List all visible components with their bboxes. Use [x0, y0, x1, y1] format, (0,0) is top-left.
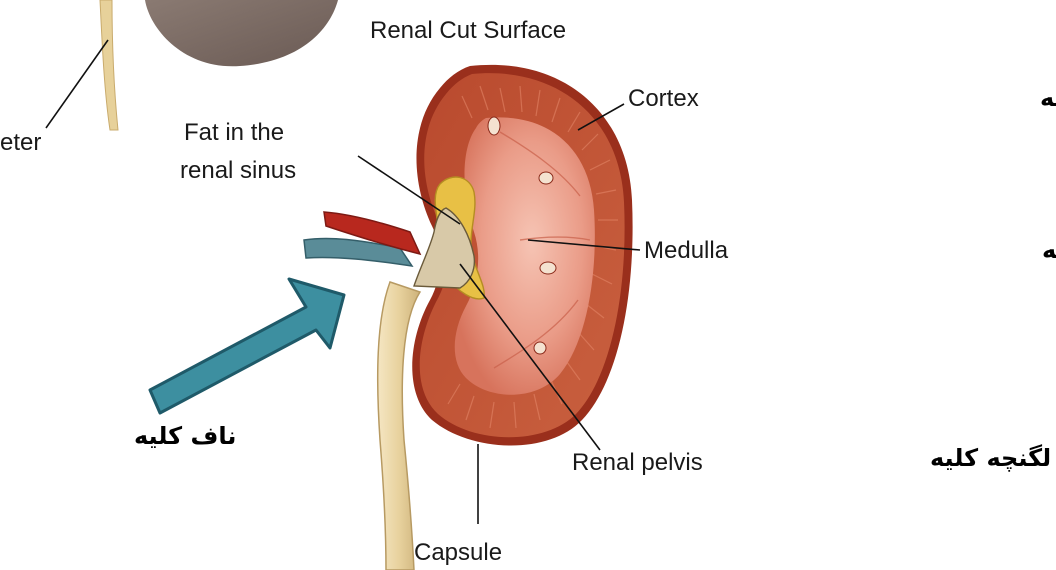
- fat-label-line2: renal sinus: [180, 157, 296, 184]
- pelvis-persian-label: لگنچه کلیه: [930, 444, 1051, 472]
- fat-label-line1: Fat in the: [184, 119, 284, 146]
- outer-kidney-partial: [100, 0, 338, 130]
- ureter-label: eter: [0, 129, 41, 156]
- hilum-arrow: [150, 279, 344, 413]
- medulla-label: Medulla: [644, 237, 729, 264]
- capsule-label: Capsule: [414, 539, 502, 566]
- cortex-label: Cortex: [628, 85, 699, 112]
- medulla-persian-label: قسمت مرکزی کلیه: [1042, 236, 1056, 264]
- renal-vessels: [304, 212, 420, 266]
- kidney-cross-section: [412, 65, 632, 446]
- diagram-title: Renal Cut Surface: [370, 17, 566, 44]
- ureter: [378, 282, 420, 570]
- cortex-persian-label: قسمت قشری کلیه: [1040, 84, 1056, 112]
- ureter-leader-line: [46, 40, 108, 128]
- hilum-persian-label: ناف کلیه: [134, 422, 236, 450]
- renal-pelvis-label: Renal pelvis: [572, 449, 703, 476]
